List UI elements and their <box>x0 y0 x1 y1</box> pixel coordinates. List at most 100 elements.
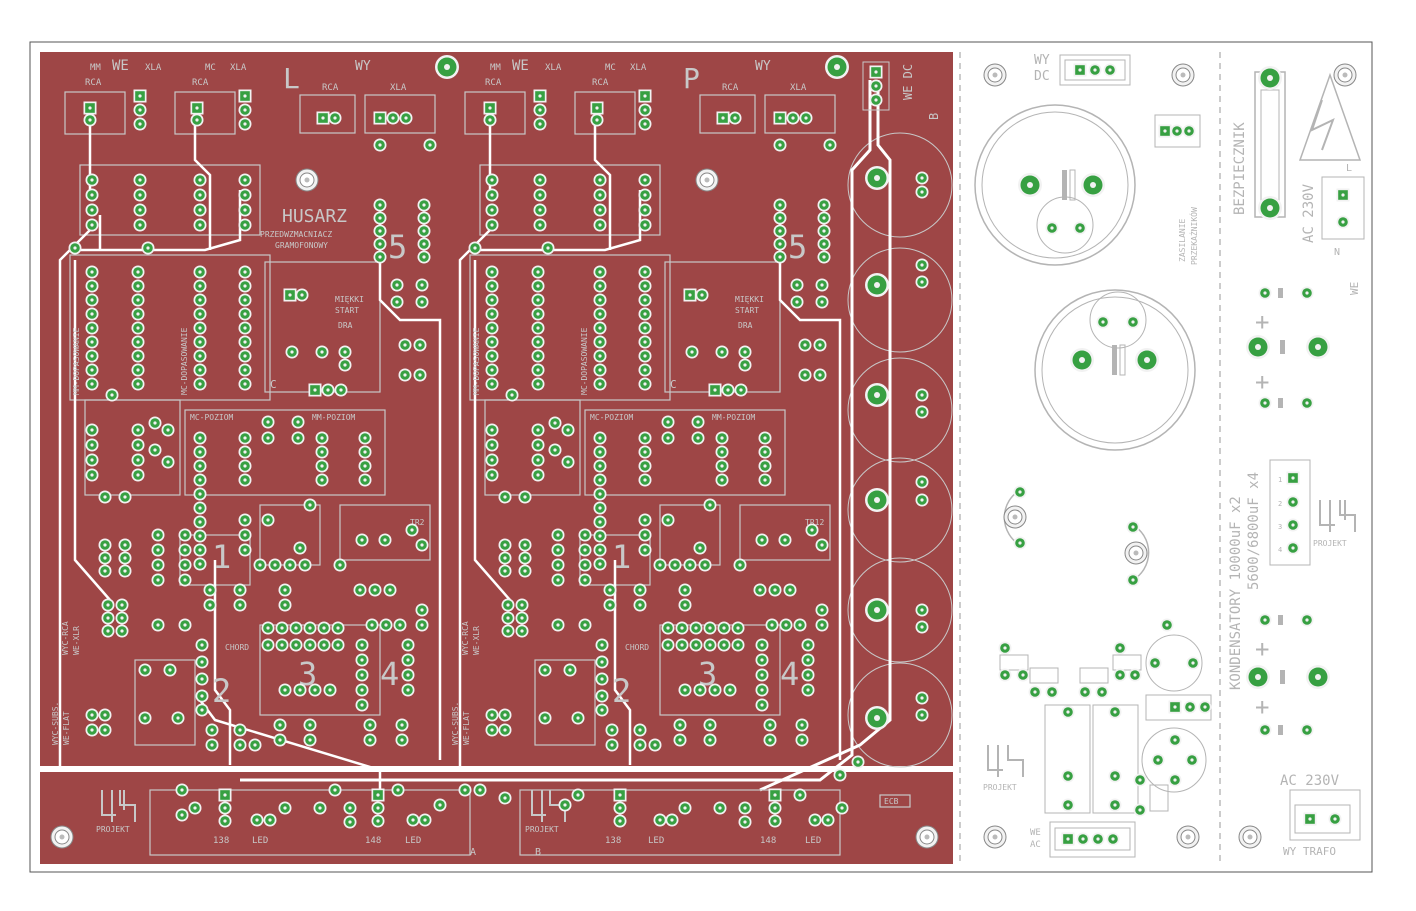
label-tr: TR12 <box>805 518 824 527</box>
label-ecb: ECB <box>884 797 899 806</box>
svg-text:+: + <box>1255 635 1269 663</box>
label-we: WE <box>1348 282 1361 295</box>
label-wyc-rca: WYC-RCA <box>461 621 470 655</box>
projekt-label: PROJEKT <box>983 783 1017 792</box>
label-b: B <box>927 113 941 120</box>
label-we-ac-2: AC <box>1030 840 1041 850</box>
capacitor-10000uf-2 <box>1034 289 1196 451</box>
section-3: 3 <box>298 655 317 693</box>
section-2: 2 <box>612 672 631 710</box>
bottom-strip: PROJEKT PROJEKT 138 138 148 148 LED LED … <box>96 755 911 858</box>
label-mm: MM <box>490 63 501 73</box>
capacitor-10000uf <box>974 104 1136 266</box>
mount-hole <box>50 825 74 849</box>
label-dra: DRA <box>338 321 353 330</box>
label-mm-poziom: MM-POZIOM <box>712 413 756 422</box>
projekt-label: PROJEKT <box>96 825 130 834</box>
label-wy: WY <box>755 59 771 74</box>
label-led: LED <box>405 836 421 846</box>
label-mc-poziom: MC-POZIOM <box>190 413 234 422</box>
section-5: 5 <box>388 228 407 266</box>
label-we-xlr: WE-XLR <box>472 626 481 655</box>
pin-4: 4 <box>1278 546 1282 554</box>
mount-hole <box>915 825 939 849</box>
label-wy: WY <box>1034 53 1050 68</box>
label-led: LED <box>805 836 821 846</box>
label-n: N <box>1334 247 1340 258</box>
label-mc: MC <box>605 63 616 73</box>
section-4: 4 <box>380 655 399 693</box>
label-mm: MM <box>90 63 101 73</box>
section-5: 5 <box>788 228 807 266</box>
label-wy-trafo: WY TRAFO <box>1283 845 1336 858</box>
label-138: 138 <box>213 836 229 846</box>
label-xla: XLA <box>545 63 562 73</box>
section-3: 3 <box>698 655 717 693</box>
label-ac-230v-trafo: AC 230V <box>1280 773 1340 789</box>
logo-husarz: HUSARZ <box>282 206 347 227</box>
label-mm-dopasowanie: MM-DOPASOWANIE <box>472 327 481 395</box>
label-we-dc: WE DC <box>901 64 915 100</box>
copper-pour-bottom <box>40 772 953 864</box>
label-mm-poziom: MM-POZIOM <box>312 413 356 422</box>
label-wy-xla: XLA <box>390 83 407 93</box>
label-148: 148 <box>365 836 381 846</box>
label-mc-poziom: MC-POZIOM <box>590 413 634 422</box>
label-dra: DRA <box>738 321 753 330</box>
label-148: 148 <box>760 836 776 846</box>
label-wyc-rca: WYC-RCA <box>61 621 70 655</box>
label-kondensatory-2: 5600/6800uF x4 <box>1246 472 1262 590</box>
power-board: WY DC ZASILANIE PRZEKAŹNIKÓW BEZPIECZNIK… <box>974 53 1365 858</box>
section-1: 1 <box>612 538 631 576</box>
projekt-label: PROJEKT <box>1313 539 1347 548</box>
label-l: L <box>1346 163 1352 174</box>
label-przekaznikow: PRZEKAŹNIKÓW <box>1188 207 1199 265</box>
svg-text:+: + <box>1255 693 1269 721</box>
projekt-label: PROJEKT <box>525 825 559 834</box>
label-xla: XLA <box>145 63 162 73</box>
mount-hole <box>295 168 319 192</box>
label-mc-dopasowanie: MC-DOPASOWANIE <box>180 327 189 395</box>
label-led: LED <box>252 836 268 846</box>
label-rca-mm: RCA <box>85 78 102 88</box>
supply-rail: WE DC B <box>240 61 953 792</box>
channel-letter: L <box>283 62 300 95</box>
label-mc-dopasowanie: MC-DOPASOWANIE <box>580 327 589 395</box>
label-we-flat: WE-FLAT <box>462 711 471 745</box>
pin-1: 1 <box>1278 476 1282 484</box>
label-ac230: AC 230V <box>1301 183 1317 243</box>
copper-pour-main <box>40 52 953 766</box>
label-sec-a: A <box>470 847 476 858</box>
label-chord: CHORD <box>225 643 249 652</box>
label-led: LED <box>648 836 664 846</box>
section-4: 4 <box>780 655 799 693</box>
label-start: START <box>735 306 759 315</box>
label-we-flat: WE-FLAT <box>62 711 71 745</box>
label-kondensatory: KONDENSATORY 10000uF x2 <box>1228 496 1244 690</box>
label-dc: DC <box>1034 69 1050 84</box>
svg-text:+: + <box>1255 368 1269 396</box>
pin-3: 3 <box>1278 523 1282 531</box>
label-wy: WY <box>355 59 371 74</box>
channel-right: WE MM XLA MC XLA RCA RCA P WY RCA XLA MI… <box>451 58 842 770</box>
label-chord: CHORD <box>625 643 649 652</box>
label-sec-b: B <box>535 847 541 858</box>
label-rca-mc: RCA <box>592 78 609 88</box>
label-wy-rca: RCA <box>722 83 739 93</box>
label-miekki: MIĘKKI <box>735 295 764 304</box>
label-start: START <box>335 306 359 315</box>
channel-letter: P <box>683 62 700 95</box>
label-wy-rca: RCA <box>322 83 339 93</box>
logo-subtitle-1: PRZEDWZMACNIACZ <box>260 230 332 239</box>
label-c: C <box>670 378 677 391</box>
label-xla-mc: XLA <box>230 63 247 73</box>
label-mm-dopasowanie: MM-DOPASOWANIE <box>72 327 81 395</box>
logo-subtitle-2: GRAMOFONOWY <box>275 241 328 250</box>
label-rca-mc: RCA <box>192 78 209 88</box>
section-1: 1 <box>212 538 231 576</box>
label-bezpiecznik: BEZPIECZNIK <box>1232 122 1248 215</box>
label-we-ac: WE <box>1030 828 1041 838</box>
label-we: WE <box>112 58 129 74</box>
svg-text:+: + <box>1255 308 1269 336</box>
